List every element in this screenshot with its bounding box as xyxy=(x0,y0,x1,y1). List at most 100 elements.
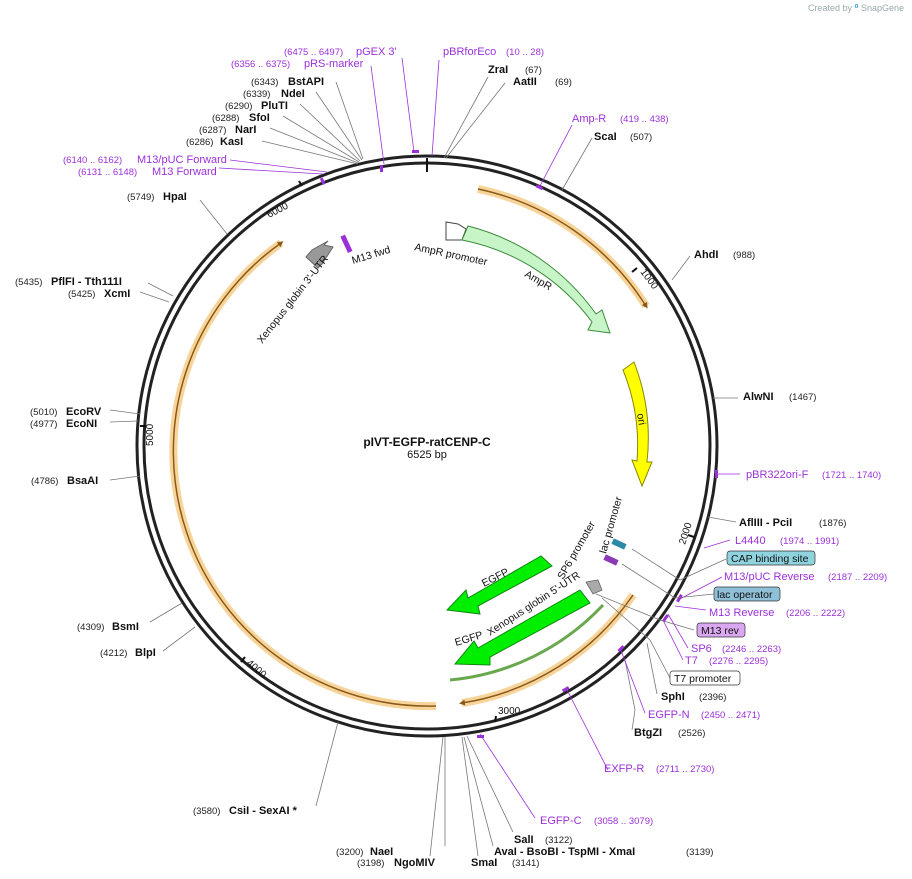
enzyme-pflfi: PflFI - Tth111I xyxy=(51,276,122,288)
enzyme-pflfi-pos: (5435) xyxy=(15,277,42,288)
box-label-m13-rev: M13 rev xyxy=(701,625,740,637)
enzyme-zrai-pos: (67) xyxy=(525,65,542,76)
enzyme-ahdi-pos: (988) xyxy=(733,250,755,261)
plasmid-length: 6525 bp xyxy=(407,449,447,461)
enzyme-xcmi-pos: (5425) xyxy=(68,289,95,300)
feature-label-egfp-outer: EGFP xyxy=(453,629,484,649)
enzyme-csii: CsiI - SexAI * xyxy=(229,805,298,817)
enzyme-alwni-pos: (1467) xyxy=(789,392,816,403)
primer-m13-reverse-pos: (2206 .. 2222) xyxy=(786,608,845,619)
credit-prefix: Created by xyxy=(807,3,852,13)
primer-t7: T7 xyxy=(685,655,698,667)
primer-exfp-r-pos: (2711 .. 2730) xyxy=(656,764,714,775)
enzyme-labels: ZraI (67) AatII (69) ScaI (507) AhdI (98… xyxy=(471,64,846,869)
orf-arrow-egfp xyxy=(459,594,634,706)
enzyme-bstapi-pos: (6343) xyxy=(251,77,278,88)
enzyme-ecorv-pos: (5010) xyxy=(30,407,57,418)
feature-label-ampr-promoter: AmpR promoter xyxy=(413,241,488,268)
feature-label-m13-fwd: M13 fwd xyxy=(350,244,392,267)
box-leaders xyxy=(595,548,727,679)
enzyme-nari-pos: (6287) xyxy=(199,125,226,136)
ori-feature-arrow xyxy=(622,361,653,488)
tick-3000: 3000 xyxy=(498,706,521,717)
enzyme-ngomiv: NgoMIV xyxy=(394,857,436,869)
box-t7-promoter xyxy=(669,670,741,686)
enzyme-afliii-pcii-pos: (1876) xyxy=(819,518,846,529)
primer-egfp-c-pos: (3058 .. 3079) xyxy=(594,816,653,827)
enzyme-ndei-pos: (6339) xyxy=(243,89,270,100)
primer-sp6: SP6 xyxy=(691,643,712,655)
box-m13-rev xyxy=(696,622,746,638)
primer-m13-reverse: M13 Reverse xyxy=(709,607,774,619)
enzyme-smai: SmaI xyxy=(471,857,497,869)
enzyme-bsaai-pos: (4786) xyxy=(31,476,58,487)
orf-arrow-cenpc xyxy=(172,241,437,707)
primer-pgex3-pos: (6475 .. 6497) xyxy=(284,47,343,58)
enzyme-zrai: ZraI xyxy=(488,64,508,76)
enzyme-sphi: SphI xyxy=(661,691,685,703)
snapgene-logo-icon: ⁰ xyxy=(854,3,859,13)
enzyme-econi: EcoNI xyxy=(66,418,97,430)
enzyme-sfoi: SfoI xyxy=(249,112,270,124)
primer-sp6-pos: (2246 .. 2263) xyxy=(722,644,781,655)
primer-leaders xyxy=(218,57,740,819)
box-label-t7-promoter: T7 promoter xyxy=(674,673,732,685)
primer-m13-puc-reverse: M13/pUC Reverse xyxy=(724,571,814,583)
primer-egfp-n-pos: (2450 .. 2471) xyxy=(701,710,760,721)
egfp-outer-arrow xyxy=(453,589,591,666)
enzyme-scai-pos: (507) xyxy=(630,132,652,143)
enzyme-ngomiv-pos: (3198) xyxy=(357,858,384,869)
enzyme-leaders xyxy=(109,76,738,857)
orf-halo-cenpc xyxy=(169,239,437,711)
enzyme-aatii-pos: (69) xyxy=(555,77,572,88)
enzyme-hpai-pos: (5749) xyxy=(127,192,154,203)
enzyme-nari: NarI xyxy=(235,124,256,136)
xenopus-3utr-arrow xyxy=(305,240,334,269)
enzyme-kasi-pos: (6286) xyxy=(186,137,213,148)
enzyme-sali: SalI xyxy=(514,834,534,846)
backbone-outer-ring xyxy=(135,154,719,738)
primer-amp-r-pos: (419 .. 438) xyxy=(620,114,669,125)
enzyme-afliii-pcii: AflIII - PciI xyxy=(739,517,792,529)
enzyme-naei-pos: (3200) xyxy=(336,847,363,858)
enzyme-econi-pos: (4977) xyxy=(30,419,57,430)
primer-m13-puc-reverse-pos: (2187 .. 2209) xyxy=(828,572,887,583)
enzyme-bsaai: BsaAI xyxy=(67,475,98,487)
enzyme-pluti: PluTI xyxy=(261,100,288,112)
enzyme-naei: NaeI xyxy=(370,846,393,858)
enzyme-labels-left: (3200) NaeI (3198) NgoMIV (3580) CsiI - … xyxy=(15,76,436,869)
orf-arcs xyxy=(169,185,650,711)
egfp-inner-arrow xyxy=(445,555,553,615)
enzyme-avai-group: AvaI - BsoBI - TspMI - XmaI xyxy=(494,846,635,858)
enzyme-sphi-pos: (2396) xyxy=(699,692,726,703)
enzyme-bsmi: BsmI xyxy=(112,621,139,633)
enzyme-smai-pos: (3141) xyxy=(512,858,539,869)
primer-exfp-r: EXFP-R xyxy=(604,763,644,775)
enzyme-sfoi-pos: (6288) xyxy=(212,113,239,124)
primer-pgex3: pGEX 3' xyxy=(356,46,397,58)
enzyme-ecorv: EcoRV xyxy=(66,406,102,418)
enzyme-scai: ScaI xyxy=(594,131,617,143)
enzyme-btgzi-pos: (2526) xyxy=(678,728,705,739)
primer-m13-forward-pos: (6131 .. 6148) xyxy=(78,167,137,178)
feature-label-xenopus-3utr: Xenopus globin 3'-UTR xyxy=(255,253,331,346)
primer-l4440: L4440 xyxy=(735,535,766,547)
enzyme-csii-pos: (3580) xyxy=(193,806,220,817)
primer-m13-forward: M13 Forward xyxy=(152,166,217,178)
primer-pbrforeco-pos: (10 .. 28) xyxy=(506,47,544,58)
box-label-cap-binding-site: CAP binding site xyxy=(731,553,809,565)
boxed-feature-labels: CAP binding site lac operator M13 rev T7… xyxy=(669,550,816,686)
ampr-feature-arrow xyxy=(461,225,611,334)
primer-m13-puc-forward-pos: (6140 .. 6162) xyxy=(63,155,122,166)
enzyme-aatii: AatII xyxy=(513,76,537,88)
box-lac-operator xyxy=(713,586,781,602)
enzyme-kasi: KasI xyxy=(220,136,243,148)
enzyme-blpi: BlpI xyxy=(135,647,156,659)
box-label-lac-operator: lac operator xyxy=(717,589,773,601)
primer-amp-r: Amp-R xyxy=(572,113,606,125)
enzyme-pluti-pos: (6290) xyxy=(225,101,252,112)
enzyme-bsmi-pos: (4309) xyxy=(77,622,104,633)
orf-arrow-ampr xyxy=(477,188,648,309)
cap-binding-marker xyxy=(611,538,627,550)
enzyme-sali-pos: (3122) xyxy=(545,835,572,846)
